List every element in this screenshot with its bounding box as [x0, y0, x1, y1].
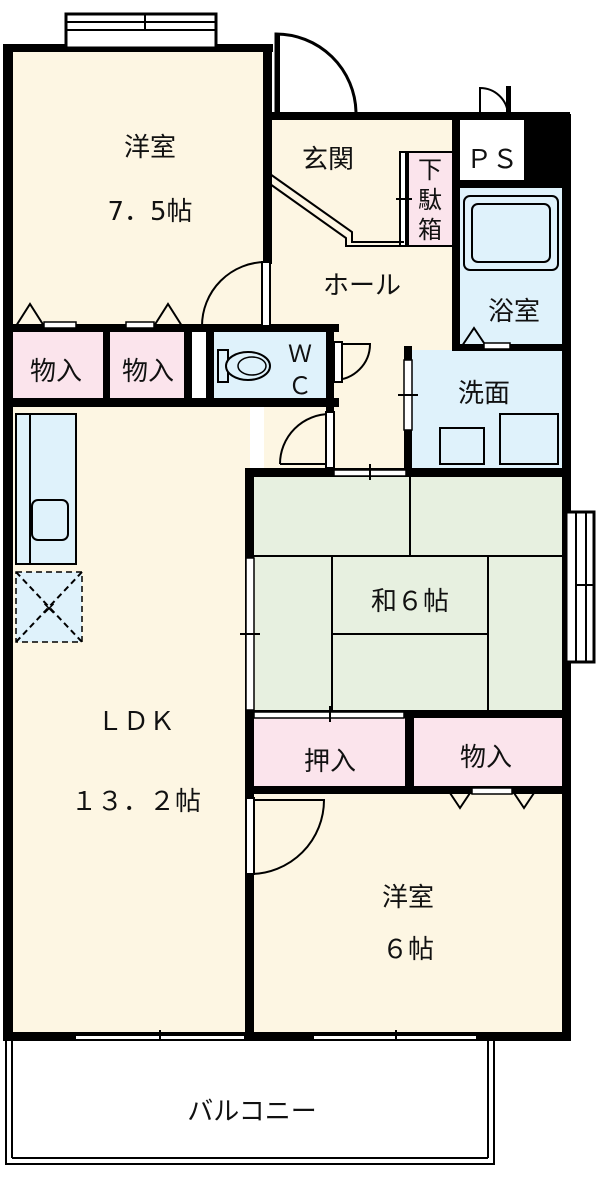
- door-ps: [479, 86, 511, 115]
- western-room-2-size: ６帖: [382, 935, 434, 965]
- storage-3-label: 物入: [460, 743, 512, 773]
- kitchen-counter: [15, 413, 77, 565]
- tatami-room-label: 和６帖: [371, 587, 449, 617]
- balcony-label: バルコニー: [187, 1097, 316, 1127]
- washroom-label: 洗面: [458, 379, 510, 409]
- pipe-space-label: ＰＳ: [466, 145, 518, 175]
- entrance-label: 玄関: [302, 145, 354, 175]
- oshiire-label: 押入: [304, 747, 356, 777]
- door-sliding-tatami-top: [333, 464, 407, 480]
- svg-text:×: ×: [41, 598, 56, 619]
- door-sliding-tatami-left: [240, 557, 260, 711]
- kitchen-sink-icon: [31, 499, 69, 541]
- wall-tatami-top: [246, 468, 570, 477]
- door-entrance: [274, 32, 358, 113]
- storage-1-floor: [10, 330, 106, 400]
- door-western1: [201, 261, 271, 327]
- entrance-step: [269, 173, 404, 243]
- storage-3-floor: [412, 716, 564, 788]
- wall-storage-top: [3, 324, 339, 332]
- wall-storage-bottom: [3, 398, 339, 407]
- wall-ldk-right: [245, 468, 254, 1040]
- wall-closet-div: [405, 712, 414, 792]
- ldk-size: １３．２帖: [71, 787, 201, 817]
- western-room-2-floor: [250, 792, 566, 1034]
- door-storage-1: [15, 302, 77, 329]
- western-room-1-floor: [10, 48, 264, 326]
- door-wc: [333, 341, 372, 383]
- balcony: [5, 1039, 495, 1165]
- wall-ps-left: [452, 114, 460, 350]
- wall-outer-right-low: [562, 468, 571, 1040]
- tatami-mats: [254, 476, 564, 712]
- wall-outer-right-top: [562, 114, 571, 476]
- entrance-step-inner: [269, 183, 404, 247]
- western-room-1-size: 7．5帖: [107, 197, 192, 227]
- wall-storage-div-3: [206, 324, 214, 404]
- toilet-icon: [217, 349, 271, 383]
- bathtub-icon: [463, 195, 559, 271]
- wall-entrance-top: [270, 112, 570, 120]
- storage-1-label: 物入: [30, 357, 82, 387]
- door-sliding-tatami: [253, 706, 405, 722]
- wc-label-c: Ｃ: [288, 372, 312, 400]
- shoe-box-label-2: 駄: [418, 186, 442, 214]
- wall-outer-left: [3, 44, 13, 1040]
- door-ldk: [279, 411, 335, 469]
- hall-label: ホール: [323, 271, 401, 301]
- range-hood-icon: ×: [15, 571, 83, 643]
- shoe-box-floor: [406, 152, 454, 246]
- wall-storage-div-1: [103, 324, 110, 404]
- western-room-2-name: 洋室: [382, 883, 434, 913]
- door-sliding-wash: [398, 359, 418, 431]
- western-room-1-name: 洋室: [124, 133, 176, 163]
- window-top: [64, 12, 218, 50]
- washing-machine-icon: [439, 427, 485, 465]
- wall-western-right: [263, 44, 272, 264]
- door-storage-3: [447, 787, 537, 810]
- bath-label: 浴室: [488, 297, 540, 327]
- door-western2: [245, 797, 326, 875]
- wall-wc-right: [326, 324, 334, 404]
- storage-2-floor: [108, 330, 188, 400]
- door-storage-2: [125, 302, 183, 329]
- wall-outer-bottom: [3, 1032, 571, 1041]
- storage-2-label: 物入: [122, 357, 174, 387]
- door-bath: [461, 326, 511, 350]
- wall-ps-bottom: [452, 180, 570, 188]
- wall-bath-bottom: [452, 344, 570, 351]
- oshiire-floor: [254, 716, 410, 788]
- wall-storage-div-2: [184, 324, 192, 404]
- ldk-name: ＬＤＫ: [97, 707, 175, 737]
- window-tatami-right: [564, 510, 596, 664]
- wash-basin-icon: [499, 413, 559, 465]
- shoe-box-label-3: 箱: [418, 216, 442, 244]
- wc-label-w: Ｗ: [288, 340, 312, 368]
- shoe-box-label-1: 下: [418, 156, 442, 184]
